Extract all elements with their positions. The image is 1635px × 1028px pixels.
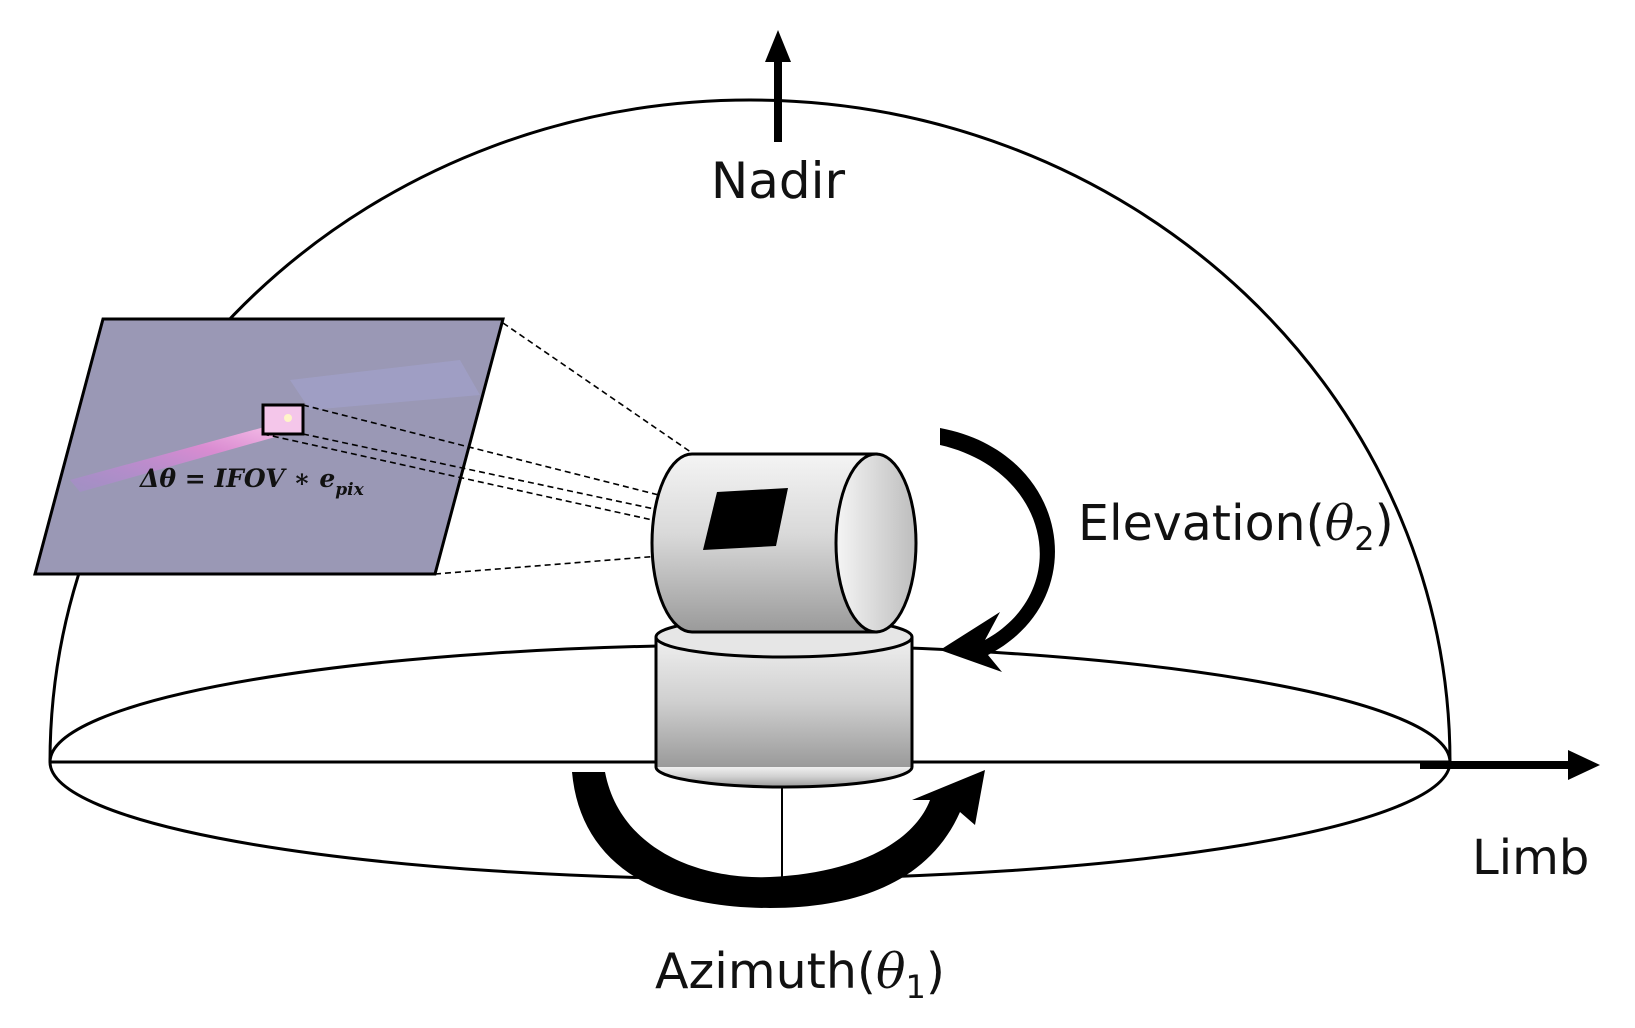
sensor-aperture bbox=[703, 488, 788, 550]
nadir-label: Nadir bbox=[711, 152, 846, 210]
target-trail bbox=[70, 420, 300, 492]
right-arrow-icon bbox=[1420, 750, 1600, 780]
azimuth-label: Azimuth(θ1) bbox=[655, 943, 945, 1006]
ifov-formula: Δθ = IFOV ∗ epix bbox=[138, 464, 365, 500]
azimuth-stage bbox=[654, 615, 914, 789]
rotation-arrow-icon bbox=[940, 428, 1055, 672]
elevation-label: Elevation(θ2) bbox=[1078, 495, 1394, 558]
up-arrow-icon bbox=[765, 30, 791, 142]
target-hotspot bbox=[284, 414, 292, 422]
sensor-head bbox=[650, 452, 918, 634]
image-frame-panel bbox=[33, 317, 505, 576]
rotation-arrow-icon bbox=[572, 770, 985, 908]
plume-haze bbox=[290, 360, 480, 410]
limb-label: Limb bbox=[1472, 830, 1589, 886]
target-pixel-box bbox=[261, 403, 305, 436]
